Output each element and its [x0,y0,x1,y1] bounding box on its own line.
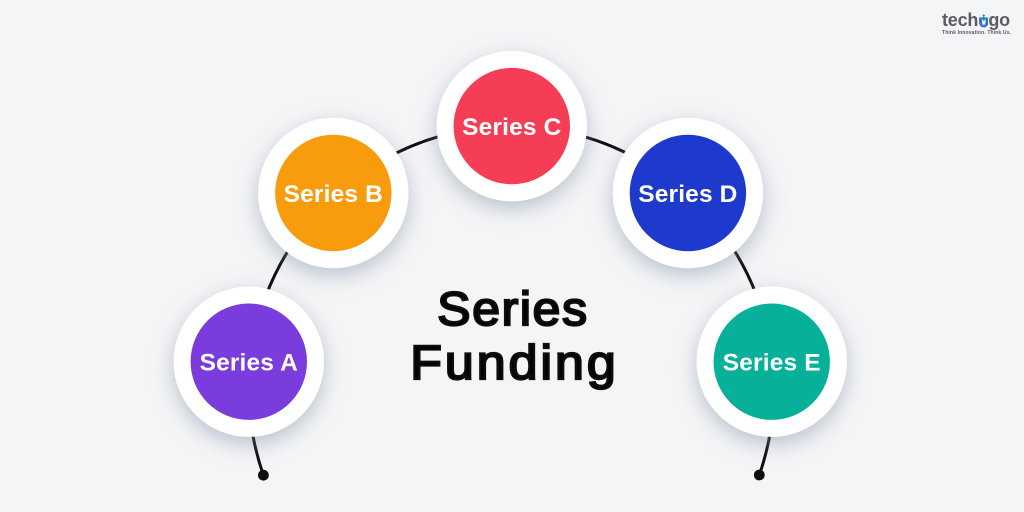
svg-text:Series C: Series C [462,114,561,141]
svg-text:Series B: Series B [284,181,383,208]
svg-text:Series D: Series D [638,181,737,208]
svg-text:Series A: Series A [200,350,299,377]
svg-text:Series E: Series E [723,350,821,377]
